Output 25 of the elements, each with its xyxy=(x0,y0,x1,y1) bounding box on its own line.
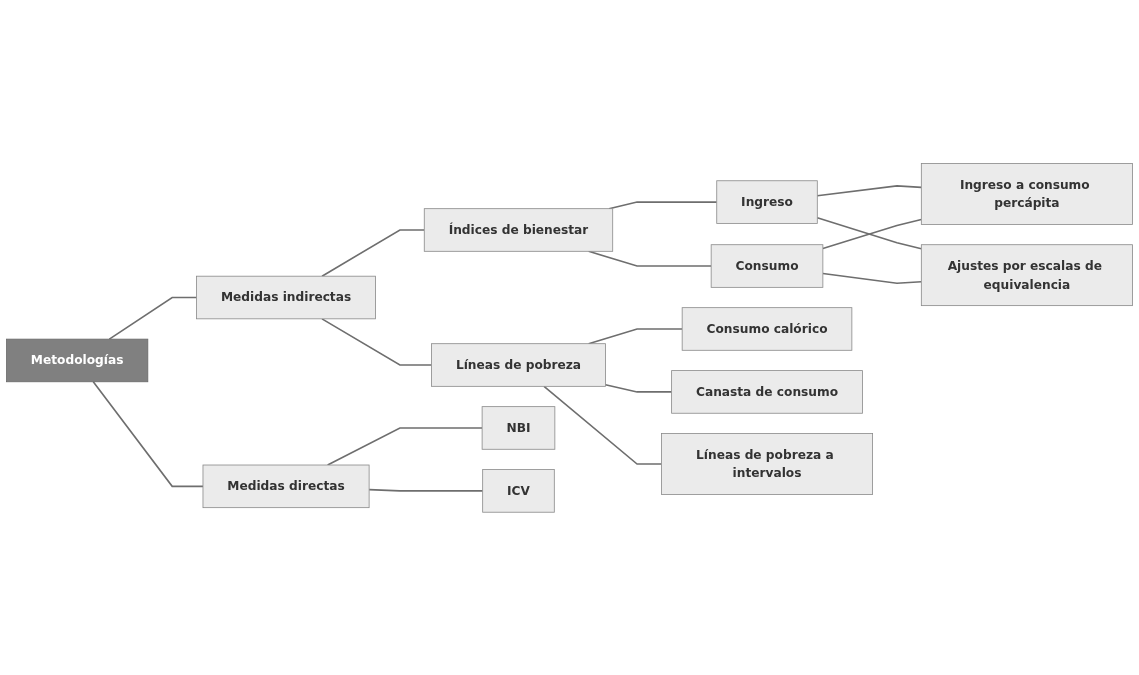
node-box: Metodologías xyxy=(6,338,149,382)
connector xyxy=(587,250,712,267)
node-box: Consumo calórico xyxy=(681,306,853,351)
connector xyxy=(321,317,433,366)
node-box: Líneas de pobreza xyxy=(431,342,606,387)
node-box: NBI xyxy=(481,405,556,450)
node-box: Ingreso xyxy=(716,180,818,224)
node-box: Canasta de consumo xyxy=(671,369,863,414)
connector xyxy=(108,296,198,340)
connector xyxy=(368,488,484,492)
node-box: Índices de bienestar xyxy=(423,207,614,252)
connector xyxy=(321,228,426,277)
connector xyxy=(92,380,204,487)
node-box: Medidas indirectas xyxy=(196,275,376,319)
connector xyxy=(604,383,673,393)
node-box: Consumo xyxy=(710,243,824,288)
connector xyxy=(816,184,923,197)
node-box: Ingreso a consumo percápita xyxy=(920,162,1133,225)
node-box: Ajustes por escalas de equivalencia xyxy=(920,243,1133,306)
connector xyxy=(543,385,663,465)
node-box: ICV xyxy=(482,468,555,513)
connector xyxy=(608,200,718,210)
node-box: Líneas de pobreza a intervalos xyxy=(661,432,873,495)
node-box: Medidas directas xyxy=(202,464,370,508)
connector xyxy=(822,272,923,284)
